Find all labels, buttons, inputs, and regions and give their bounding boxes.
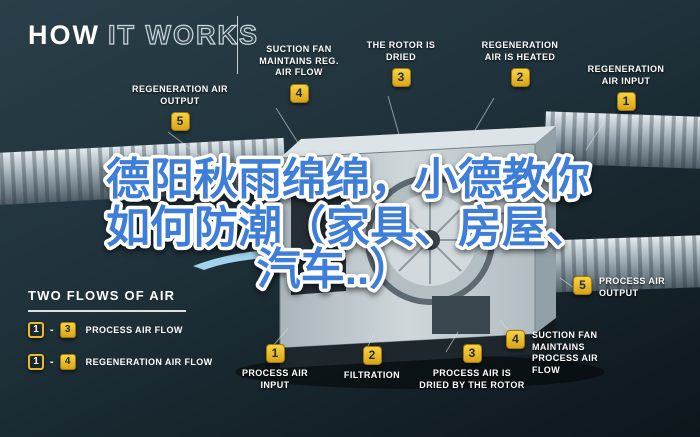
overlay-line-1: 德阳秋雨绵绵，小德教你 [106,155,590,204]
callout-suction-fan-process: 4 SUCTION FAN MAINTAINS PROCESS AIR FLOW [506,330,624,377]
callout-label: PROCESS AIR IS DRIED BY THE ROTOR [419,368,525,390]
callout-label: PROCESS AIR OUTPUT [599,276,666,298]
title-outline: IT WORKS [107,19,259,50]
callout-label: REGENERATION AIR OUTPUT [132,84,228,106]
badge-3: 3 [391,68,411,88]
legend-row-regeneration: 1 - 4 REGENERATION AIR FLOW [28,354,213,370]
left-duct [0,137,287,206]
legend-divider [28,310,186,312]
badge-1: 1 [616,92,636,112]
overlay-line-3: 汽车..） [257,245,413,294]
callout-regeneration-air-input: REGENERATION AIR INPUT 1 [581,64,671,112]
fan-box [432,296,490,334]
callout-regeneration-air-heated: REGENERATION AIR IS HEATED 2 [473,40,567,88]
badge-1: 1 [265,344,285,363]
overlay-line-2: 如何防潮（家具、房屋、 [106,203,590,252]
badge-3: 3 [462,344,482,363]
badge-1: 1 [28,354,44,370]
callout-process-air-dried: 3 PROCESS AIR IS DRIED BY THE ROTOR [418,344,526,391]
badge-2: 2 [362,346,382,365]
badge-2: 2 [510,68,530,88]
legend-label: PROCESS AIR FLOW [85,325,183,335]
badge-4: 4 [59,354,76,370]
callout-regeneration-air-output: REGENERATION AIR OUTPUT 5 [126,84,234,132]
callout-label: FILTRATION [343,370,401,380]
callout-label: SUCTION FAN MAINTAINS REG. AIR FLOW [259,44,339,78]
callout-rotor-dried: THE ROTOR IS DRIED 3 [360,40,442,88]
badge-3: 3 [59,322,76,338]
legend-dash: - [50,324,54,336]
title-bold: HOW [28,20,100,50]
callout-process-air-output: 5 PROCESS AIR OUTPUT [573,276,685,299]
right-duct-top [544,111,700,170]
callout-filtration: 2 FILTRATION [333,346,411,382]
rotor [365,175,495,305]
machine-opening [291,193,346,295]
callout-label: PROCESS AIR INPUT [241,368,309,390]
callout-label: THE ROTOR IS DRIED [366,40,436,62]
badge-4: 4 [289,84,309,104]
legend-dash: - [50,356,54,368]
legend-row-process: 1 - 3 PROCESS AIR FLOW [28,322,213,338]
legend-heading: TWO FLOWS OF AIR [28,288,176,303]
badge-5: 5 [170,112,190,132]
legend-two-flows: TWO FLOWS OF AIR 1 - 3 PROCESS AIR FLOW … [28,288,213,386]
badge-5: 5 [573,276,592,295]
badge-4: 4 [506,330,525,349]
callout-suction-fan-reg: SUCTION FAN MAINTAINS REG. AIR FLOW 4 [250,44,348,104]
callout-process-air-input: 1 PROCESS AIR INPUT [236,344,314,391]
badge-1: 1 [28,322,44,338]
callout-label: SUCTION FAN MAINTAINS PROCESS AIR FLOW [532,330,599,376]
callout-label: REGENERATION AIR INPUT [587,64,665,86]
legend-label: REGENERATION AIR FLOW [85,357,213,367]
callout-label: REGENERATION AIR IS HEATED [481,40,559,62]
machine-body [279,126,556,368]
title-divider [237,16,238,74]
swoosh-decoration [193,249,306,270]
